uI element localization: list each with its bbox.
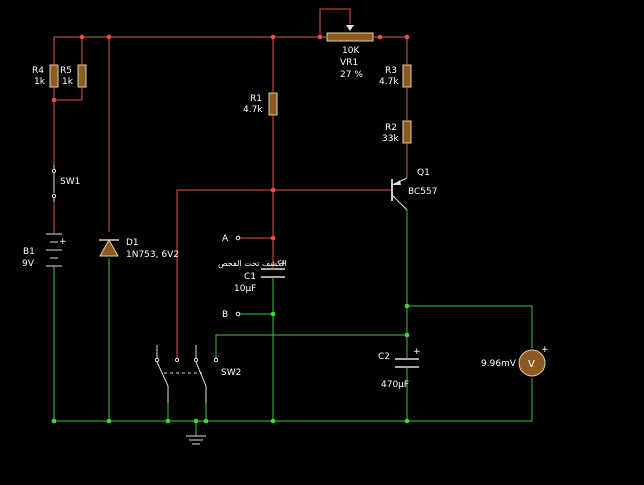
r5-ref-label: R5 [60, 66, 72, 76]
c1-value-label: 10µF [234, 284, 256, 294]
resistor-r3[interactable]: R3 4.7k [379, 64, 412, 88]
zener-diode-d1[interactable]: D1 1N753, 6V2 [99, 238, 179, 260]
potentiometer-vr1[interactable]: 10K VR1 27 % [320, 25, 380, 80]
d1-value-label: 1N753, 6V2 [126, 250, 179, 260]
vr1-ref-label: VR1 [340, 58, 358, 68]
vr1-setting-label: 27 % [340, 70, 363, 80]
voltmeter[interactable]: V + 9.96mV [481, 345, 549, 377]
switch-sw2[interactable]: SW2 [154, 345, 241, 403]
c2-ref-label: C2 [378, 352, 390, 362]
d1-ref-label: D1 [126, 238, 139, 248]
r1-value-label: 4.7k [243, 105, 263, 115]
sw2-ref-label: SW2 [221, 368, 241, 378]
battery-b1[interactable]: + B1 9V [22, 232, 67, 272]
switch-sw1[interactable]: SW1 [51, 165, 80, 202]
r3-value-label: 4.7k [379, 77, 399, 87]
ground-rail-wire [53, 272, 533, 422]
resistor-r4[interactable]: R4 1k [32, 64, 59, 88]
r3-ref-label: R3 [385, 66, 397, 76]
sw1-ref-label: SW1 [60, 177, 80, 187]
c2-value-label: 470µF [381, 380, 409, 390]
r2-ref-label: R2 [385, 123, 397, 133]
ground-wires [53, 210, 533, 436]
transistor-q1[interactable]: Q1 BC557 [391, 168, 437, 211]
node-a[interactable]: A [222, 234, 241, 244]
r4-value-label: 1k [34, 77, 46, 87]
node-a-label: A [222, 234, 229, 244]
b1-value-label: 9V [22, 259, 35, 269]
c1-polarity-label: + [279, 259, 287, 269]
resistor-r1[interactable]: R1 4.7k [243, 92, 278, 116]
r4-ref-label: R4 [32, 66, 44, 76]
ground-symbol [186, 435, 206, 445]
node-b-label: B [222, 310, 228, 320]
q1-value-label: BC557 [408, 187, 437, 197]
capacitor-c1[interactable]: + الكشف تحت الفحص C1 10µF [218, 259, 287, 294]
r5-value-label: 1k [62, 77, 74, 87]
meter-top-wire [407, 305, 533, 348]
c2-polarity-label: + [413, 347, 421, 357]
sw2-common-wire [215, 334, 407, 358]
junctions [51, 34, 410, 424]
b1-polarity-label: + [59, 237, 67, 247]
r2-value-label: 33k [382, 134, 399, 144]
resistor-r2[interactable]: R2 33k [382, 120, 412, 144]
b1-ref-label: B1 [23, 247, 35, 257]
resistor-r5[interactable]: R5 1k [60, 64, 87, 88]
vr1-to-r3-wire [380, 36, 408, 64]
base-wire [176, 189, 392, 358]
vr1-value-label: 10K [342, 46, 360, 56]
r4-r5-bottom-wire [53, 88, 83, 101]
r1-ref-label: R1 [250, 94, 262, 104]
q1-ref-label: Q1 [417, 168, 430, 178]
vr1-wiper-wire [319, 8, 351, 37]
c1-note-label: الكشف تحت الفحص [218, 259, 287, 268]
c1-ref-label: C1 [244, 272, 256, 282]
voltmeter-polarity-label: + [541, 345, 549, 355]
node-b[interactable]: B [222, 310, 241, 320]
capacitor-c2[interactable]: + C2 470µF [378, 347, 421, 390]
voltmeter-symbol: V [528, 359, 535, 370]
voltmeter-reading: 9.96mV [481, 359, 517, 369]
